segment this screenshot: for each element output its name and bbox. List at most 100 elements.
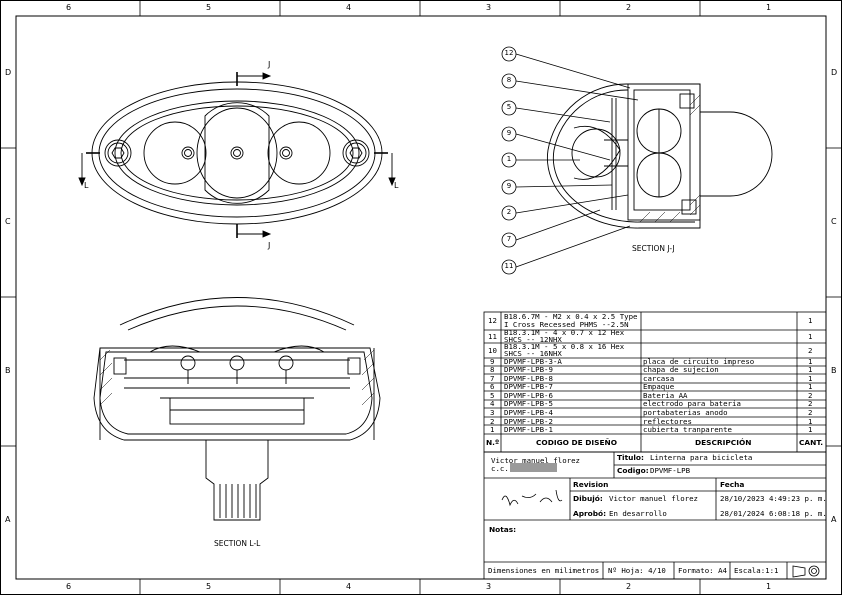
bom-row-6-code: DPVMF-LPB-7: [504, 382, 553, 391]
aprobo-value: En desarrollo: [609, 509, 667, 518]
title-block-grid: [483, 451, 827, 580]
bom-row-1-no: 1: [490, 425, 495, 434]
balloon-8: 8: [506, 76, 512, 84]
codigo-label: Codigo:: [617, 466, 649, 475]
zone-col-2-top: 2: [626, 3, 632, 12]
aprobo-fecha: 28/01/2024 6:08:18 p. m.: [720, 509, 827, 518]
redacted-id: [510, 463, 557, 472]
projection-symbol-icon: [792, 565, 820, 578]
bom-row-2-code: DPVMF-LPB-2: [504, 417, 553, 426]
cut-label-j-bottom: J: [268, 241, 271, 250]
dibujo-value: Victor manuel florez: [609, 494, 698, 503]
balloon-7: 7: [506, 235, 512, 243]
dibujo-fecha: 28/10/2023 4:49:23 p. m.: [720, 494, 827, 503]
bom-row-12-no: 12: [488, 316, 497, 325]
escala-value: 1:1: [765, 566, 779, 575]
bom-row-4-no: 4: [490, 399, 495, 408]
hoja-label: Nº Hoja:: [608, 566, 644, 575]
zone-row-a-left: A: [5, 515, 11, 524]
bom-row-5-no: 5: [490, 391, 495, 400]
zone-row-d-left: D: [5, 68, 12, 77]
balloon-2: 2: [506, 208, 512, 216]
revision-label: Revision: [573, 480, 609, 489]
zone-col-4-top: 4: [346, 3, 352, 12]
zone-row-c-right: C: [831, 217, 837, 226]
aprobo-label: Aprobó:: [573, 509, 607, 518]
zone-col-6-top: 6: [66, 3, 72, 12]
top-view: [78, 72, 396, 238]
bom-header-no: N.º: [486, 438, 500, 447]
bom-grid: [483, 311, 827, 453]
zone-col-3-top: 3: [486, 3, 492, 12]
bom-row-4-qty: 2: [808, 399, 813, 408]
bom-row-5-desc: Bateria AA: [643, 391, 688, 400]
zone-row-a-right: A: [831, 515, 837, 524]
bom-row-9-no: 9: [490, 357, 495, 366]
bom-row-6-desc: Empaque: [643, 382, 675, 391]
zone-row-b-left: B: [5, 366, 11, 375]
bom-row-10-no: 10: [488, 346, 497, 355]
bom-row-1-desc: cubierta tranparente: [643, 425, 732, 434]
bom-row-12-qty: 1: [808, 316, 813, 325]
bom-row-9-qty: 1: [808, 357, 813, 366]
zone-col-5-top: 5: [206, 3, 212, 12]
bom-row-8-desc: chapa de sujecion: [643, 365, 719, 374]
bom-row-11-no: 11: [488, 332, 497, 341]
bom-row-1-code: DPVMF-LPB-1: [504, 425, 553, 434]
bom-row-7-no: 7: [490, 374, 495, 383]
zone-col-4-bottom: 4: [346, 582, 352, 591]
cut-label-j-top: J: [268, 60, 271, 69]
section-ll-view: [93, 297, 381, 521]
balloon-5: 5: [506, 103, 512, 111]
bom-row-10-qty: 2: [808, 346, 813, 355]
bom-row-4-code: DPVMF-LPB-5: [504, 399, 553, 408]
bom-row-5-qty: 2: [808, 391, 813, 400]
zone-col-2-bottom: 2: [626, 582, 632, 591]
balloon-9a: 9: [506, 129, 512, 137]
formato-label: Formato:: [678, 566, 714, 575]
section-jj-title: SECTION J-J: [632, 244, 675, 253]
bom-row-2-desc: reflectores: [643, 417, 692, 426]
zone-col-3-bottom: 3: [486, 582, 492, 591]
hoja-value: 4/10: [648, 566, 666, 575]
fecha-label: Fecha: [720, 480, 745, 489]
bom-row-2-no: 2: [490, 417, 495, 426]
bom-row-8-qty: 1: [808, 365, 813, 374]
cut-label-l-right: L: [394, 181, 399, 190]
bom-row-2-qty: 1: [808, 417, 813, 426]
bom-row-3-code: DPVMF-LPB-4: [504, 408, 553, 417]
bom-row-9-desc: placa de circuito impreso: [643, 357, 755, 366]
balloon-11: 11: [504, 262, 514, 270]
bom-row-8-no: 8: [490, 365, 495, 374]
bom-row-1-qty: 1: [808, 425, 813, 434]
zone-row-d-right: D: [831, 68, 838, 77]
zone-row-c-left: C: [5, 217, 11, 226]
bom-row-12-code: B18.6.7M - M2 x 0.4 x 2.5 Type I Cross R…: [504, 312, 638, 329]
bom-row-3-no: 3: [490, 408, 495, 417]
dibujo-label: Dibujó:: [573, 494, 603, 503]
zone-col-6-bottom: 6: [66, 582, 72, 591]
bom-row-11-qty: 1: [808, 332, 813, 341]
signature-mark: [501, 489, 563, 507]
bom-row-8-code: DPVMF-LPB-9: [504, 365, 553, 374]
escala-label: Escala:: [734, 566, 766, 575]
section-jj-view: [546, 83, 773, 229]
bom-row-3-qty: 2: [808, 408, 813, 417]
dimensiones-note: Dimensiones en milimetros: [488, 566, 600, 575]
balloon-1: 1: [506, 155, 512, 163]
bom-row-7-desc: carcasa: [643, 374, 675, 383]
titulo-value: Linterna para bicicleta: [650, 453, 753, 462]
balloons: [501, 46, 639, 275]
bom-row-7-qty: 1: [808, 374, 813, 383]
titulo-label: Titulo:: [617, 453, 644, 462]
formato-value: A4: [718, 566, 727, 575]
bom-row-10-code: B18.3.1M - 5 x 0.8 x 16 Hex SHCS -- 16NH…: [504, 342, 625, 359]
bom-header-qty: CANT.: [799, 438, 824, 447]
cc-label: c.c.: [491, 464, 509, 473]
zone-row-b-right: B: [831, 366, 837, 375]
zone-col-1-top: 1: [766, 3, 772, 12]
codigo-value: DPVMF-LPB: [650, 466, 691, 475]
bom-header-desc: DESCRIPCIÓN: [695, 438, 752, 447]
section-ll-title: SECTION L-L: [214, 539, 261, 548]
